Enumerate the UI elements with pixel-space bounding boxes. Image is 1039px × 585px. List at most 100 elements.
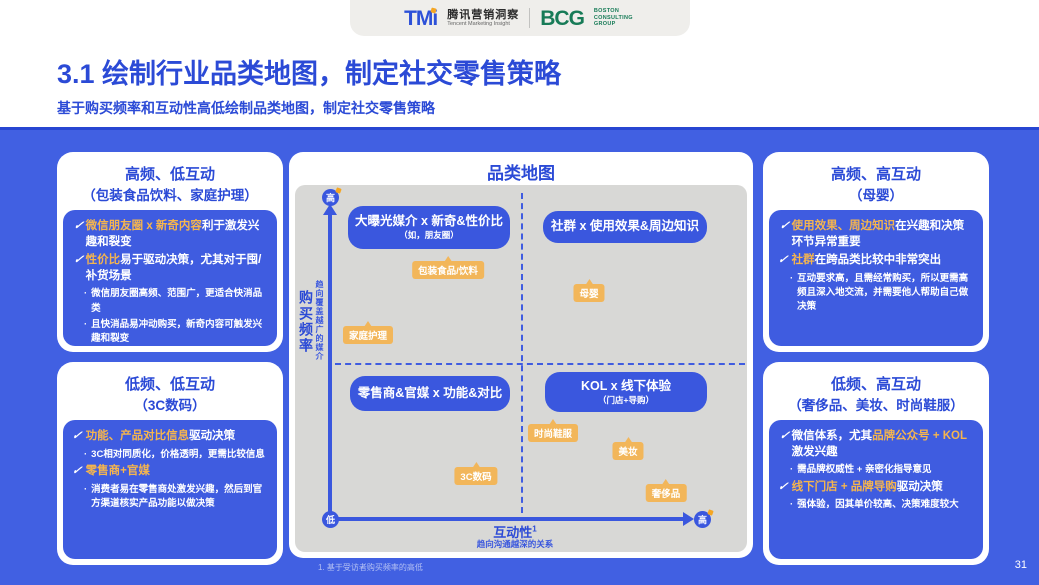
bullet-text: 性价比易于驱动决策，尤其对于囤/补货场景 bbox=[86, 253, 268, 284]
bullet-item: ✓使用效果、周边知识在兴趣和决策环节异常重要 bbox=[778, 219, 974, 250]
bullet-item: ✓零售商+官媒 bbox=[70, 464, 268, 480]
sub-bullet-text: 强体验，因其单价较高、决策难度较大 bbox=[797, 499, 959, 511]
sub-bullet-text: 且快消品易冲动购买，新奇内容可触发兴趣和裂变 bbox=[91, 318, 263, 345]
category-tag: 母婴 bbox=[573, 279, 605, 302]
bullet-text-segment: 激发兴趣 bbox=[791, 445, 838, 458]
highlighted-text: 使用效果、周边知识 bbox=[791, 220, 896, 233]
quadrant-label-line1: 大曝光媒介 x 新奇&性价比 bbox=[355, 214, 503, 229]
highlighted-text: 社群 bbox=[791, 254, 815, 267]
panel-subtitle: （3C数码） bbox=[134, 397, 206, 413]
y-axis-label: 购买频率 bbox=[298, 290, 314, 354]
panel-title: 高频、高互动 bbox=[830, 166, 921, 183]
panel-title: 高频、低互动 bbox=[124, 166, 215, 183]
x-axis-sublabel: 趋向沟通越深的关系 bbox=[476, 539, 554, 549]
check-icon: ✓ bbox=[778, 220, 791, 233]
check-icon: ✓ bbox=[70, 430, 84, 443]
tmi-logo-text: 腾讯营销洞察 Tencent Marketing Insight bbox=[447, 9, 519, 28]
bullet-text: 线下门店 + 品牌导购驱动决策 bbox=[792, 480, 943, 496]
axis-origin-low-badge: 低 bbox=[322, 511, 339, 528]
panel-subtitle: （包装食品饮料、家庭护理） bbox=[82, 187, 258, 203]
x-axis-arrow-icon bbox=[683, 512, 694, 526]
sub-bullet-text: 需品牌权威性 + 亲密化指导意见 bbox=[797, 464, 932, 476]
page-title: 3.1 绘制行业品类地图，制定社交零售策略 bbox=[57, 59, 562, 89]
panel-high-freq-high-interaction: 高频、高互动 （母婴） ✓使用效果、周边知识在兴趣和决策环节异常重要✓社群在跨品… bbox=[763, 152, 989, 352]
panel-low-freq-low-interaction: 低频、低互动 （3C数码） ✓功能、产品对比信息驱动决策·3C相对同质化，价格透… bbox=[57, 362, 283, 565]
highlighted-text: 微信朋友圈 x 新奇内容 bbox=[85, 220, 202, 233]
quadrant-label-top-left: 大曝光媒介 x 新奇&性价比 （如，朋友圈） bbox=[348, 206, 510, 249]
logo-bar: TMi 腾讯营销洞察 Tencent Marketing Insight BCG… bbox=[350, 0, 690, 36]
highlighted-text: 功能、产品对比信息 bbox=[85, 430, 190, 443]
bullet-text: 微信朋友圈 x 新奇内容利于激发兴趣和裂变 bbox=[86, 219, 268, 250]
sub-bullet-text: 微信朋友圈高频、范围广，更适合快消品类 bbox=[91, 288, 263, 314]
sub-bullet-item: ·且快消品易冲动购买，新奇内容可触发兴趣和裂变 bbox=[72, 318, 268, 346]
quadrant-label-bottom-right: KOL x 线下体验 （门店+导购） bbox=[545, 372, 707, 412]
dot-icon: · bbox=[84, 318, 88, 330]
sub-bullet-text: 消费者易在零售商处激发兴趣，然后到官方渠道核实产品功能以做决策 bbox=[91, 483, 263, 509]
bullet-text-segment: 利于激发兴趣和裂变 bbox=[85, 220, 260, 248]
sub-bullet-item: ·消费者易在零售商处激发兴趣，然后到官方渠道核实产品功能以做决策 bbox=[72, 483, 268, 512]
bullet-text-segment: 微信体系，尤其 bbox=[791, 430, 873, 443]
panel-header: 高频、高互动 （母婴） bbox=[769, 158, 983, 210]
quadrant-label-bottom-left: 零售商&官媒 x 功能&对比 bbox=[350, 376, 510, 411]
bullet-item: ✓微信朋友圈 x 新奇内容利于激发兴趣和裂变 bbox=[72, 219, 268, 250]
bullet-text-segment: 驱动决策 bbox=[896, 480, 943, 493]
x-axis-high-badge: 高 bbox=[694, 511, 711, 528]
bullet-item: ✓功能、产品对比信息驱动决策 bbox=[70, 429, 268, 445]
dot-icon: · bbox=[790, 272, 794, 284]
bullet-item: ✓社群在跨品类比较中非常突出 bbox=[776, 253, 974, 269]
category-map-plot: 高 低 高 大曝光媒介 x 新奇&性价比 （如，朋友圈） 社群 x 使用效果&周… bbox=[295, 185, 747, 552]
dot-icon: · bbox=[84, 288, 88, 300]
quadrant-label-line1: KOL x 线下体验 bbox=[580, 378, 672, 393]
bullet-text-segment: 驱动决策 bbox=[189, 430, 236, 443]
quadrant-label-top-right: 社群 x 使用效果&周边知识 bbox=[543, 211, 707, 243]
bullet-text: 社群在跨品类比较中非常突出 bbox=[792, 253, 942, 269]
highlighted-text: 线下门店 + 品牌导购 bbox=[791, 480, 897, 493]
panel-subtitle: （母婴） bbox=[849, 187, 903, 203]
panel-title: 低频、高互动 bbox=[830, 376, 921, 393]
panel-body: ✓功能、产品对比信息驱动决策·3C相对同质化，价格透明，更需比较信息✓零售商+官… bbox=[63, 420, 277, 559]
check-icon: ✓ bbox=[778, 430, 791, 443]
panel-body: ✓使用效果、周边知识在兴趣和决策环节异常重要✓社群在跨品类比较中非常突出·互动要… bbox=[769, 210, 983, 346]
page-number: 31 bbox=[1014, 559, 1027, 571]
bullet-text-segment: 在兴趣和决策环节异常重要 bbox=[791, 220, 965, 248]
quadrant-label-line1: 社群 x 使用效果&周边知识 bbox=[551, 219, 699, 234]
tmi-logo: TMi bbox=[404, 6, 438, 30]
panel-body: ✓微信体系，尤其品牌公众号 + KOL激发兴趣·需品牌权威性 + 亲密化指导意见… bbox=[769, 420, 983, 559]
category-tag: 3C数码 bbox=[454, 462, 498, 485]
x-axis-label: 互动性1 bbox=[295, 522, 735, 541]
sub-bullet-text: 互动要求高，且需经常购买，所以更需高频且深入地交流，并需要他人帮助自己做决策 bbox=[797, 272, 969, 313]
check-icon: ✓ bbox=[70, 465, 84, 478]
panel-header: 低频、低互动 （3C数码） bbox=[63, 368, 277, 420]
category-map-card: 品类地图 高 低 高 大曝光媒介 x 新奇&性价比 （如，朋友圈） 社群 x 使… bbox=[289, 152, 753, 558]
sub-bullet-item: ·互动要求高，且需经常购买，所以更需高频且深入地交流，并需要他人帮助自己做决策 bbox=[778, 272, 974, 315]
dot-icon: · bbox=[790, 499, 794, 511]
bullet-text: 零售商+官媒 bbox=[86, 464, 150, 480]
panel-body: ✓微信朋友圈 x 新奇内容利于激发兴趣和裂变✓性价比易于驱动决策，尤其对于囤/补… bbox=[63, 210, 277, 346]
dot-icon: · bbox=[790, 464, 794, 476]
highlighted-text: 零售商+官媒 bbox=[85, 465, 150, 478]
y-axis-arrow-icon bbox=[323, 204, 337, 215]
category-tag: 家庭护理 bbox=[342, 321, 394, 344]
bullet-text: 微信体系，尤其品牌公众号 + KOL激发兴趣 bbox=[792, 429, 974, 460]
y-axis-sublabel: 趋向覆盖越广的媒介 bbox=[315, 280, 324, 361]
sub-bullet-text: 3C相对同质化，价格透明，更需比较信息 bbox=[91, 448, 265, 460]
y-axis-line bbox=[328, 213, 332, 519]
check-icon: ✓ bbox=[776, 480, 790, 493]
quadrant-divider-vertical bbox=[521, 193, 523, 513]
logo-divider bbox=[529, 8, 531, 28]
category-tag: 包装食品/饮料 bbox=[412, 256, 484, 279]
bcg-logo-text: BOSTON CONSULTING GROUP bbox=[593, 7, 633, 28]
panel-high-freq-low-interaction: 高频、低互动 （包装食品饮料、家庭护理） ✓微信朋友圈 x 新奇内容利于激发兴趣… bbox=[57, 152, 283, 352]
category-map-title: 品类地图 bbox=[487, 164, 555, 183]
bullet-text-segment: 易于驱动决策，尤其对于囤/补货场景 bbox=[85, 254, 262, 282]
panel-low-freq-high-interaction: 低频、高互动 （奢侈品、美妆、时尚鞋服） ✓微信体系，尤其品牌公众号 + KOL… bbox=[763, 362, 989, 565]
category-tag: 奢侈品 bbox=[645, 479, 687, 502]
tmi-english-name: Tencent Marketing Insight bbox=[447, 21, 510, 28]
panel-header: 高频、低互动 （包装食品饮料、家庭护理） bbox=[63, 158, 277, 210]
panel-header: 低频、高互动 （奢侈品、美妆、时尚鞋服） bbox=[769, 368, 983, 420]
x-axis-footnote-marker: 1 bbox=[532, 524, 537, 534]
check-icon: ✓ bbox=[776, 254, 790, 267]
bullet-text-segment: 在跨品类比较中非常突出 bbox=[814, 254, 942, 267]
bcg-logo: BCG bbox=[540, 6, 585, 30]
